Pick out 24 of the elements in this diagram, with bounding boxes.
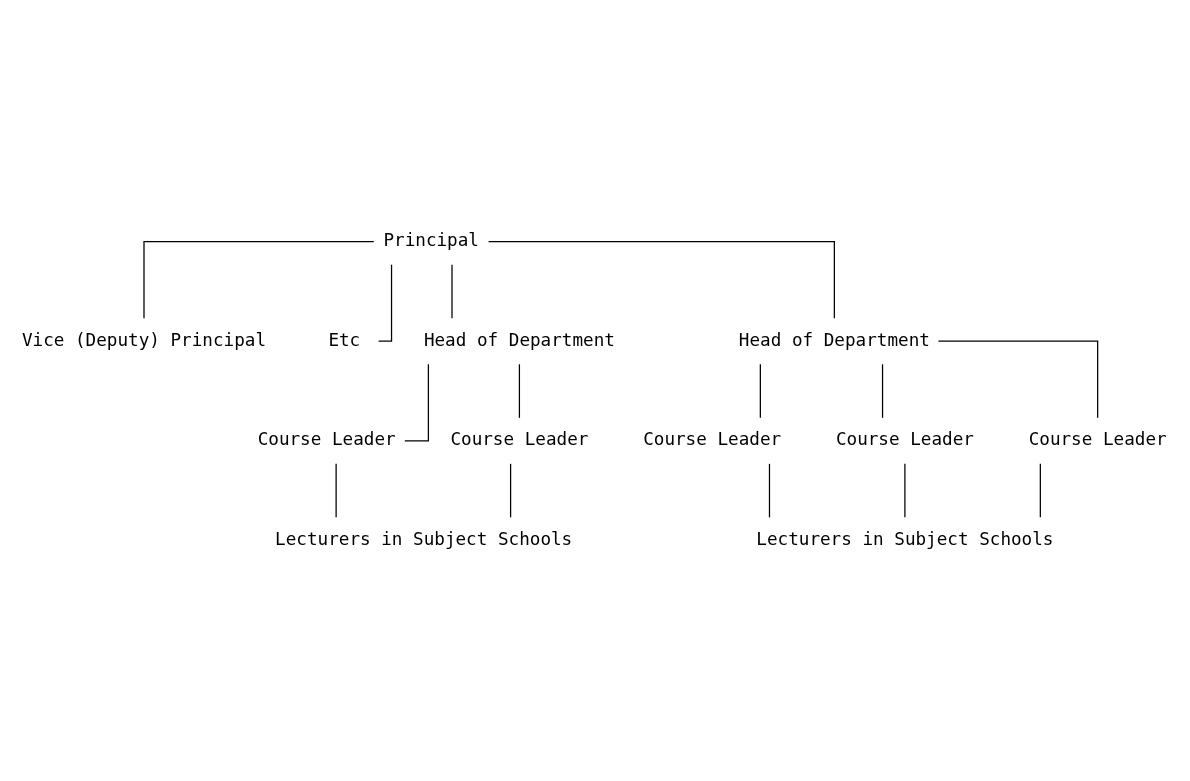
node-text: Lecturers in Subject Schools xyxy=(756,528,1054,549)
node-text: Etc xyxy=(328,329,361,350)
node-text: Course Leader xyxy=(257,428,396,449)
connector xyxy=(1039,462,1041,518)
connector xyxy=(143,240,375,319)
node-text: Course Leader xyxy=(1028,428,1167,449)
connector xyxy=(335,462,337,518)
node-text: Course Leader xyxy=(450,428,589,449)
node-text: Vice (Deputy) Principal xyxy=(21,329,267,350)
node-text: Principal xyxy=(383,229,479,250)
node-text: Head of Department xyxy=(423,329,615,350)
connector xyxy=(904,462,906,518)
connector xyxy=(881,363,884,418)
node-text: Head of Department xyxy=(738,329,930,350)
node-text: Course Leader xyxy=(835,428,974,449)
connector xyxy=(404,363,429,441)
node-text: Lecturers in Subject Schools xyxy=(275,528,573,549)
connector xyxy=(759,363,761,418)
connector xyxy=(768,462,771,518)
connector xyxy=(518,363,521,418)
connector xyxy=(937,340,1099,418)
connector xyxy=(509,462,512,518)
node-text: Course Leader xyxy=(643,428,782,449)
connector xyxy=(487,240,835,319)
